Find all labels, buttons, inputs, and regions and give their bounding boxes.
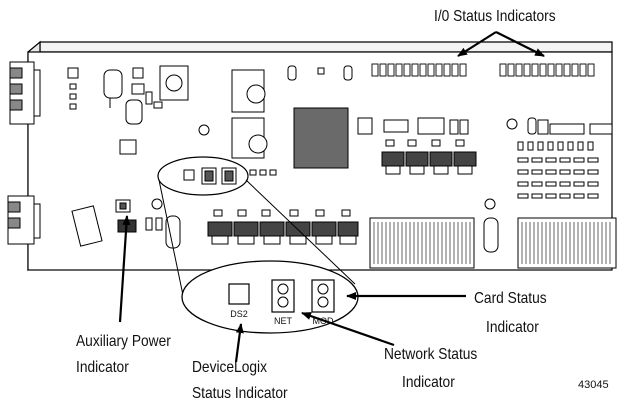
figure-number: 43045 xyxy=(578,376,609,395)
aux-power-label-line2: Indicator xyxy=(76,358,129,377)
network-status-label-line2: Indicator xyxy=(402,373,455,392)
ds2-led-label: DS2 xyxy=(230,309,248,319)
card-status-label-line2: Indicator xyxy=(486,318,539,337)
net-led-label: NET xyxy=(274,316,293,326)
left-connector-top xyxy=(10,62,40,124)
network-status-arrow xyxy=(302,313,394,345)
devicelogix-label-line2: Status Indicator xyxy=(192,384,288,403)
edge-connector-left xyxy=(370,218,474,268)
aux-power-label-line1: Auxiliary Power xyxy=(76,332,171,351)
ds2-led xyxy=(229,284,249,304)
io-status-indicators-label: I/0 Status Indicators xyxy=(434,7,556,26)
devicelogix-label-line1: DeviceLogix xyxy=(192,358,267,377)
network-status-label-line1: Network Status xyxy=(384,345,477,364)
edge-connector-right xyxy=(518,218,616,268)
card-status-label-line1: Card Status xyxy=(474,289,547,308)
